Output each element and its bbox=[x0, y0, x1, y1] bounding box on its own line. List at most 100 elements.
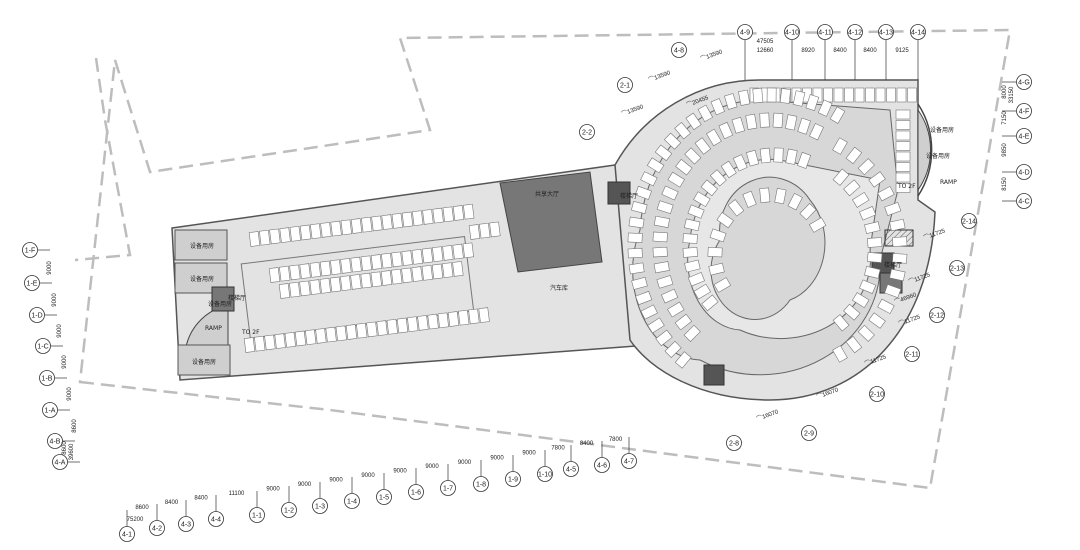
grid-axis-label: 1-10 bbox=[538, 471, 552, 478]
parking-stall bbox=[427, 313, 439, 330]
parking-stall bbox=[684, 147, 702, 165]
parking-stall bbox=[845, 335, 863, 354]
dimension-label: 9000 bbox=[425, 464, 439, 470]
grid-axis-4-3: 4-3 bbox=[178, 500, 194, 532]
parking-stall bbox=[884, 284, 902, 299]
grid-axis-label: 2-1 bbox=[620, 82, 630, 89]
parking-stall bbox=[396, 317, 409, 334]
grid-axis-1-D: 1-D bbox=[29, 307, 57, 323]
grid-axis-label: 1-8 bbox=[476, 481, 486, 488]
parking-stall bbox=[829, 106, 846, 124]
grid-axis-4-11: 4-11 bbox=[817, 24, 833, 80]
dimension-label: 8600 bbox=[62, 441, 68, 455]
grid-axis-4-F: 4-F bbox=[1002, 103, 1032, 119]
grid-axis-1-4: 1-4 bbox=[344, 477, 360, 509]
dimension-label: 8600 bbox=[72, 419, 78, 433]
dimension-label: 9000 bbox=[329, 478, 343, 484]
parking-stall bbox=[447, 311, 460, 327]
parking-stall bbox=[832, 314, 850, 332]
parking-stall bbox=[854, 87, 865, 103]
dimension-label: 8150 bbox=[1002, 177, 1008, 191]
grid-axis-1-E: 1-E bbox=[24, 275, 52, 291]
parking-stall bbox=[628, 262, 645, 275]
parking-stall bbox=[279, 227, 291, 243]
grid-axis-2-10: 2-10 bbox=[869, 386, 885, 402]
grid-axis-1-7: 1-7 bbox=[440, 464, 456, 496]
parking-stall bbox=[683, 324, 701, 342]
dimension-label: 9850 bbox=[1002, 143, 1008, 157]
parking-stall bbox=[865, 87, 875, 103]
ramp-label-west: RAMP bbox=[205, 325, 222, 332]
parking-stall bbox=[309, 279, 321, 295]
grid-axis-label: 4-5 bbox=[566, 466, 576, 473]
grid-axis-4-13: 4-13 bbox=[878, 24, 894, 80]
equip-room-label-4: 设备用房 bbox=[192, 358, 216, 366]
parking-stall bbox=[710, 98, 726, 116]
parking-stall bbox=[664, 340, 682, 358]
parking-stall bbox=[895, 130, 911, 141]
parking-stall bbox=[248, 231, 261, 247]
grid-axis-1-A: 1-A bbox=[42, 402, 70, 418]
grid-axis-label: 1-4 bbox=[347, 498, 357, 505]
to2f-label-west: TO 2F bbox=[241, 329, 260, 336]
equip-room-label-1: 设备用房 bbox=[190, 242, 214, 250]
parking-stall bbox=[752, 87, 764, 104]
parking-stall bbox=[458, 309, 470, 326]
parking-stall bbox=[442, 262, 454, 279]
parking-stall bbox=[350, 256, 362, 273]
parking-stall bbox=[833, 87, 844, 103]
parking-stall bbox=[452, 243, 464, 260]
parking-stall bbox=[797, 151, 812, 169]
parking-stall bbox=[627, 232, 643, 243]
grid-axis-label: 2-2 bbox=[582, 129, 592, 136]
grid-axis-label: 2-10 bbox=[870, 391, 884, 398]
parking-stall bbox=[656, 200, 674, 214]
parking-stall bbox=[895, 172, 911, 183]
grid-axis-4-2: 4-2 bbox=[149, 504, 165, 536]
parking-stall bbox=[674, 122, 691, 140]
grid-axis-label: 2-9 bbox=[804, 430, 814, 437]
parking-stall bbox=[366, 321, 378, 338]
parking-stall bbox=[792, 90, 806, 107]
grid-axis-label: 1-3 bbox=[315, 503, 325, 510]
grid-axis-2-11: 2-11 bbox=[904, 346, 920, 362]
parking-stall bbox=[320, 222, 332, 238]
grid-axis-4-G: 4-G bbox=[1002, 74, 1032, 90]
parking-stall bbox=[380, 270, 393, 286]
grid-axis-4-D: 4-D bbox=[1002, 164, 1032, 180]
grid-axis-4-B: 4-B bbox=[47, 433, 75, 449]
parking-stall bbox=[279, 265, 291, 282]
parking-stall bbox=[745, 113, 758, 130]
grid-axis-4-6: 4-6 bbox=[594, 441, 610, 473]
grid-axis-1-3: 1-3 bbox=[312, 482, 328, 514]
dimension-label: 7800 bbox=[609, 437, 623, 443]
dimension-label: 9000 bbox=[57, 324, 63, 338]
dimension-label: 33150 bbox=[1009, 86, 1015, 103]
parking-stall bbox=[631, 201, 648, 214]
parking-stall bbox=[259, 229, 271, 246]
grid-axis-label: 1-A bbox=[45, 407, 56, 414]
stair-label-3: 楼梯厅 bbox=[228, 294, 246, 302]
parking-stall bbox=[701, 294, 719, 312]
dimension-label: 7800 bbox=[551, 446, 565, 452]
grid-axis-1-F: 1-F bbox=[22, 242, 50, 258]
ramp-east-arc bbox=[917, 103, 933, 197]
parking-stall bbox=[254, 335, 266, 352]
parking-stall bbox=[759, 187, 771, 203]
grid-axis-label: 4-7 bbox=[624, 458, 634, 465]
parking-stall bbox=[330, 220, 342, 237]
parking-stall bbox=[381, 252, 393, 269]
parking-stall bbox=[437, 312, 449, 329]
grid-axis-4-8: 4-8 bbox=[671, 42, 687, 58]
parking-stall bbox=[463, 203, 475, 220]
parking-stall bbox=[289, 281, 301, 298]
grid-axis-2-13: 2-13 bbox=[949, 260, 965, 276]
parking-stall bbox=[687, 272, 705, 287]
stair-label-2: 楼梯厅 bbox=[884, 261, 902, 269]
parking-stall bbox=[370, 254, 383, 270]
parking-stall bbox=[350, 274, 362, 290]
parking-stall bbox=[654, 144, 673, 162]
grid-axis-label: 4-B bbox=[50, 438, 61, 445]
grid-axis-4-E: 4-E bbox=[1002, 128, 1032, 144]
equip-room-label-2: 设备用房 bbox=[190, 275, 214, 283]
